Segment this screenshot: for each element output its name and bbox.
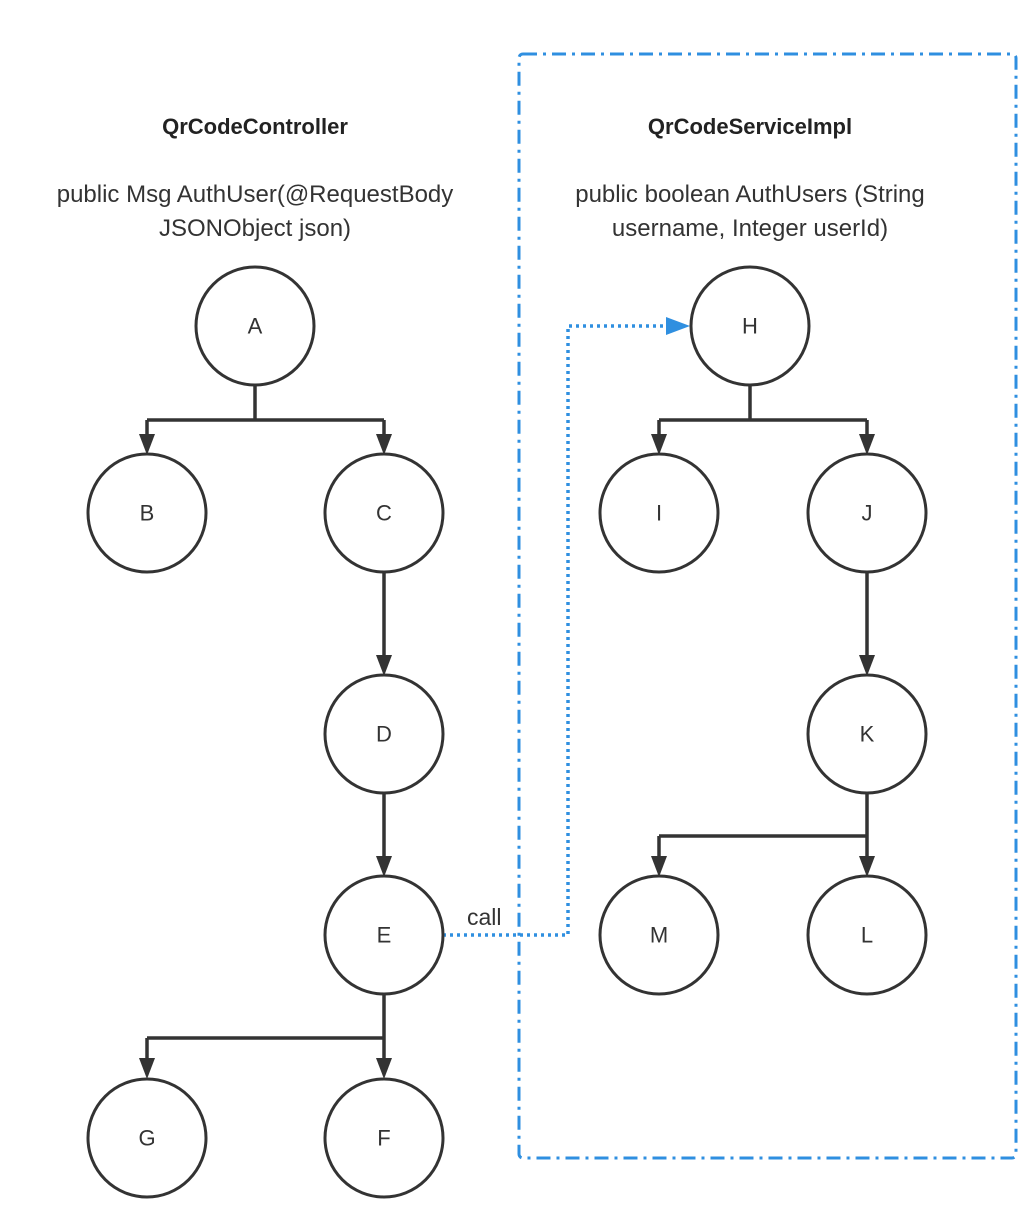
node-f: F xyxy=(323,1077,445,1199)
edge-h-split xyxy=(657,385,869,438)
arrow-to-k xyxy=(859,655,875,676)
arrow-to-m xyxy=(651,856,667,877)
edge-e-split xyxy=(145,994,386,1063)
node-l: L xyxy=(806,874,928,996)
node-k: K xyxy=(806,673,928,795)
node-h-label: H xyxy=(742,314,758,339)
node-h: H xyxy=(689,265,811,387)
node-i: I xyxy=(598,452,720,574)
node-m-label: M xyxy=(650,923,668,948)
node-l-label: L xyxy=(861,923,873,948)
node-b-label: B xyxy=(140,501,155,526)
arrow-to-l xyxy=(859,856,875,877)
node-g: G xyxy=(86,1077,208,1199)
arrow-to-f xyxy=(376,1058,392,1079)
arrow-to-b xyxy=(139,434,155,455)
service-boundary-box xyxy=(517,52,1018,1160)
edge-a-split xyxy=(145,385,386,438)
call-arrow-head xyxy=(666,317,690,335)
arrow-to-j xyxy=(859,434,875,455)
edge-k-split xyxy=(657,793,869,861)
node-a-label: A xyxy=(248,314,263,339)
controller-title: QrCodeController xyxy=(162,114,348,139)
service-title: QrCodeServiceImpl xyxy=(648,114,852,139)
node-i-label: I xyxy=(656,501,662,526)
controller-signature-line2: JSONObject json) xyxy=(159,215,351,242)
node-a: A xyxy=(194,265,316,387)
arrow-to-c xyxy=(376,434,392,455)
node-j-label: J xyxy=(862,501,873,526)
call-label: call xyxy=(467,904,502,930)
node-e: E xyxy=(323,874,445,996)
service-signature-line1: public boolean AuthUsers (String xyxy=(575,181,925,208)
node-c: C xyxy=(323,452,445,574)
service-signature-line2: username, Integer userId) xyxy=(612,215,888,242)
node-g-label: G xyxy=(138,1126,155,1151)
node-c-label: C xyxy=(376,501,392,526)
node-d-label: D xyxy=(376,722,392,747)
arrow-to-e xyxy=(376,856,392,877)
node-d: D xyxy=(323,673,445,795)
node-f-label: F xyxy=(377,1126,390,1151)
node-k-label: K xyxy=(860,722,875,747)
arrow-to-i xyxy=(651,434,667,455)
node-b: B xyxy=(86,452,208,574)
arrow-to-g xyxy=(139,1058,155,1079)
call-link-line xyxy=(443,324,672,937)
node-j: J xyxy=(806,452,928,574)
node-e-label: E xyxy=(377,923,392,948)
controller-signature-line1: public Msg AuthUser(@RequestBody xyxy=(57,181,454,208)
arrow-to-d xyxy=(376,655,392,676)
node-m: M xyxy=(598,874,720,996)
